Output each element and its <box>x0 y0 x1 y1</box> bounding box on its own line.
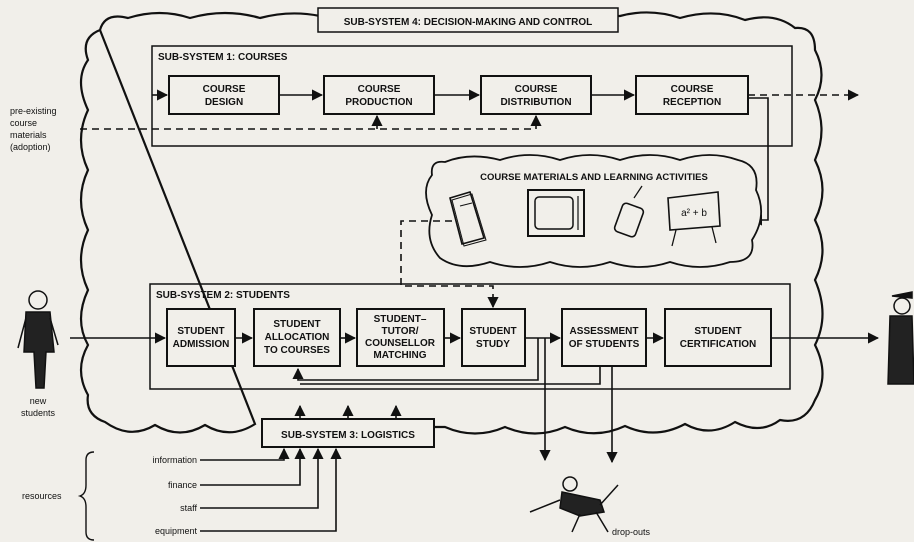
student-box-line: TUTOR/ <box>381 326 418 337</box>
student-box-line: MATCHING <box>373 350 426 361</box>
student-box-line: STUDENT <box>469 326 516 337</box>
course-box-line: COURSE <box>203 84 246 95</box>
blackboard-formula: a² + b <box>681 208 707 219</box>
course-design-box: COURSE DESIGN <box>169 76 279 114</box>
resource-finance: finance <box>168 480 197 490</box>
student-allocation-box: STUDENT ALLOCATION TO COURSES <box>254 309 340 366</box>
new-student-figure-icon <box>18 291 58 388</box>
assessment-box: ASSESSMENT OF STUDENTS <box>562 309 646 366</box>
courses-title: SUB-SYSTEM 1: COURSES <box>158 52 288 63</box>
decision-title: SUB-SYSTEM 4: DECISION-MAKING AND CONTRO… <box>344 17 593 28</box>
students-title: SUB-SYSTEM 2: STUDENTS <box>156 290 290 301</box>
television-icon <box>528 190 584 236</box>
student-box-line: STUDENT– <box>374 314 427 325</box>
logistics-arrows <box>300 406 396 419</box>
new-students-label-line: new <box>30 396 47 406</box>
resource-information: information <box>152 455 197 465</box>
student-box-line: ALLOCATION <box>265 332 330 343</box>
student-box-line: STUDENT <box>177 326 224 337</box>
student-box-line: CERTIFICATION <box>680 339 756 350</box>
course-box-line: COURSE <box>671 84 714 95</box>
course-box-line: COURSE <box>358 84 401 95</box>
preexisting-label-line: (adoption) <box>10 142 51 152</box>
student-box-line: ADMISSION <box>173 339 230 350</box>
materials-title: COURSE MATERIALS AND LEARNING ACTIVITIES <box>480 172 708 183</box>
preexisting-label-line: course <box>10 118 37 128</box>
student-study-box: STUDENT STUDY <box>462 309 525 366</box>
certification-box: STUDENT CERTIFICATION <box>665 309 771 366</box>
student-admission-box: STUDENT ADMISSION <box>167 309 235 366</box>
student-box-line: STUDENT <box>694 326 741 337</box>
course-box-line: COURSE <box>515 84 558 95</box>
preexisting-label-line: pre-existing <box>10 106 57 116</box>
student-box-line: OF STUDENTS <box>569 339 640 350</box>
student-tutor-matching-box: STUDENT– TUTOR/ COUNSELLOR MATCHING <box>357 309 444 366</box>
preexisting-label-line: materials <box>10 130 47 140</box>
dropouts-label: drop-outs <box>612 527 651 537</box>
course-box-line: DISTRIBUTION <box>500 97 571 108</box>
course-box-line: PRODUCTION <box>345 97 412 108</box>
student-box-line: TO COURSES <box>264 345 330 356</box>
course-reception-box: COURSE RECEPTION <box>636 76 748 114</box>
student-box-line: COUNSELLOR <box>365 338 436 349</box>
course-production-box: COURSE PRODUCTION <box>324 76 434 114</box>
student-box-line: ASSESSMENT <box>570 326 639 337</box>
resource-equipment: equipment <box>155 526 198 536</box>
student-box-line: STUDY <box>476 339 510 350</box>
course-box-line: DESIGN <box>205 97 243 108</box>
new-students-label-line: students <box>21 408 56 418</box>
resource-arrows <box>200 449 336 531</box>
resources-brace <box>80 452 94 540</box>
course-distribution-box: COURSE DISTRIBUTION <box>481 76 591 114</box>
resources-label: resources <box>22 491 62 501</box>
logistics-title: SUB-SYSTEM 3: LOGISTICS <box>281 430 415 441</box>
graduate-figure-icon <box>888 292 914 384</box>
resource-staff: staff <box>180 503 197 513</box>
course-box-line: RECEPTION <box>663 97 721 108</box>
student-box-line: STUDENT <box>273 319 320 330</box>
dropout-figure-icon <box>530 477 618 532</box>
